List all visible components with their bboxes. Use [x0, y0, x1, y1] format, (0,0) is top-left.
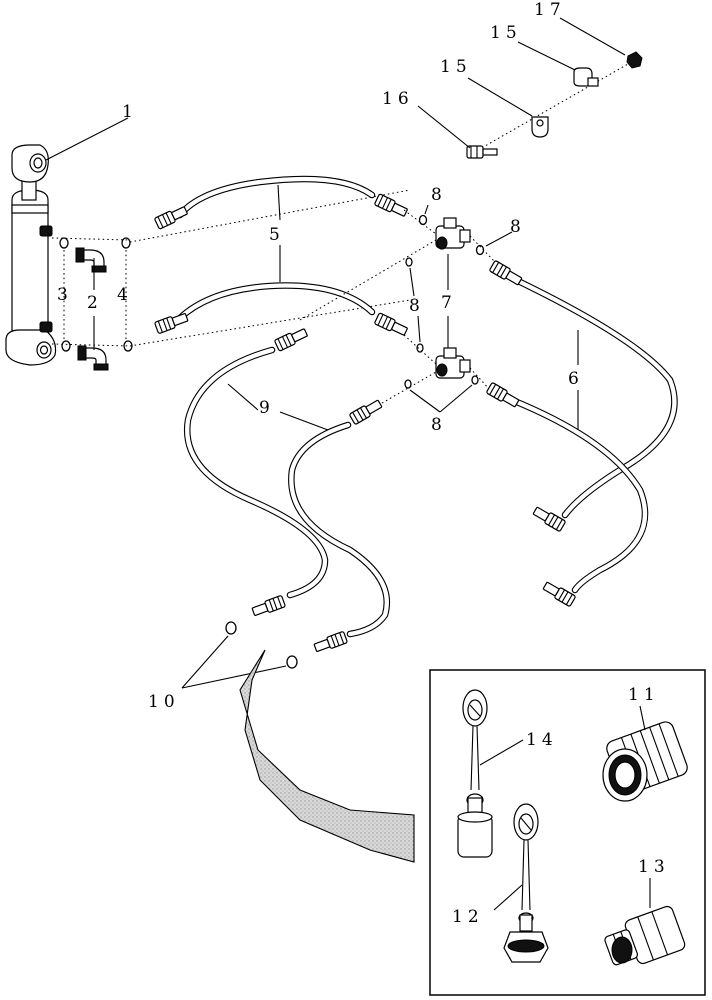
- callout-17: 17: [534, 0, 566, 20]
- elbow-fitting-lower: [77, 345, 109, 371]
- hose-6-upper: [488, 259, 678, 533]
- o-ring-8: [404, 379, 412, 389]
- coupler-11: [602, 721, 688, 802]
- dust-cap-14: [457, 689, 493, 858]
- o-ring-3-upper: [59, 237, 69, 249]
- callout-13: 13: [638, 857, 670, 877]
- leader-11: [639, 705, 646, 731]
- callout-8: 8: [431, 415, 447, 435]
- flow-line: [129, 189, 411, 243]
- hose-9-right: [288, 397, 391, 655]
- o-ring-8: [471, 375, 479, 385]
- callout-1: 1: [122, 102, 138, 122]
- hose-6-lower: [485, 381, 649, 608]
- o-ring-10: [286, 655, 298, 669]
- callout-5: 5: [269, 225, 285, 245]
- tee-fitting-lower: [435, 347, 471, 379]
- dust-plug-12: [503, 803, 549, 963]
- callout-16: 16: [382, 89, 414, 109]
- callout-3: 3: [57, 285, 73, 305]
- hose-5-upper: [153, 175, 409, 230]
- o-ring-4-lower: [123, 340, 133, 352]
- detail-pointer: [239, 649, 415, 863]
- o-ring-8: [418, 214, 428, 226]
- hydraulic-cylinder: [5, 144, 57, 366]
- hose-5-lower: [153, 282, 409, 338]
- o-ring-3-lower: [61, 340, 71, 352]
- callout-15: 15: [440, 57, 472, 77]
- callout-2: 2: [87, 293, 103, 313]
- hose-clamp-hardware: [466, 51, 643, 159]
- callout-6: 6: [568, 369, 584, 389]
- callout-4: 4: [117, 285, 133, 305]
- callout-12: 12: [452, 907, 484, 927]
- callout-8: 8: [510, 217, 526, 237]
- leader-14: [479, 739, 524, 766]
- coupler-13: [604, 905, 686, 966]
- callout-8: 8: [409, 296, 425, 316]
- o-ring-4-upper: [121, 237, 131, 249]
- leader-lines: [45, 17, 626, 689]
- o-ring-8: [416, 343, 424, 353]
- callout-7: 7: [441, 293, 457, 313]
- o-ring-10: [225, 621, 237, 635]
- callout-14: 14: [526, 730, 558, 750]
- callout-9: 9: [259, 398, 275, 418]
- tee-fitting-upper: [435, 217, 471, 250]
- callout-15: 15: [490, 23, 522, 43]
- callout-11: 11: [628, 685, 660, 705]
- callout-10: 10: [148, 692, 180, 712]
- o-ring-8: [405, 257, 413, 267]
- elbow-fitting-upper: [75, 247, 107, 273]
- callout-8: 8: [431, 185, 447, 205]
- leader-12: [493, 884, 523, 911]
- hose-9-left: [183, 326, 329, 619]
